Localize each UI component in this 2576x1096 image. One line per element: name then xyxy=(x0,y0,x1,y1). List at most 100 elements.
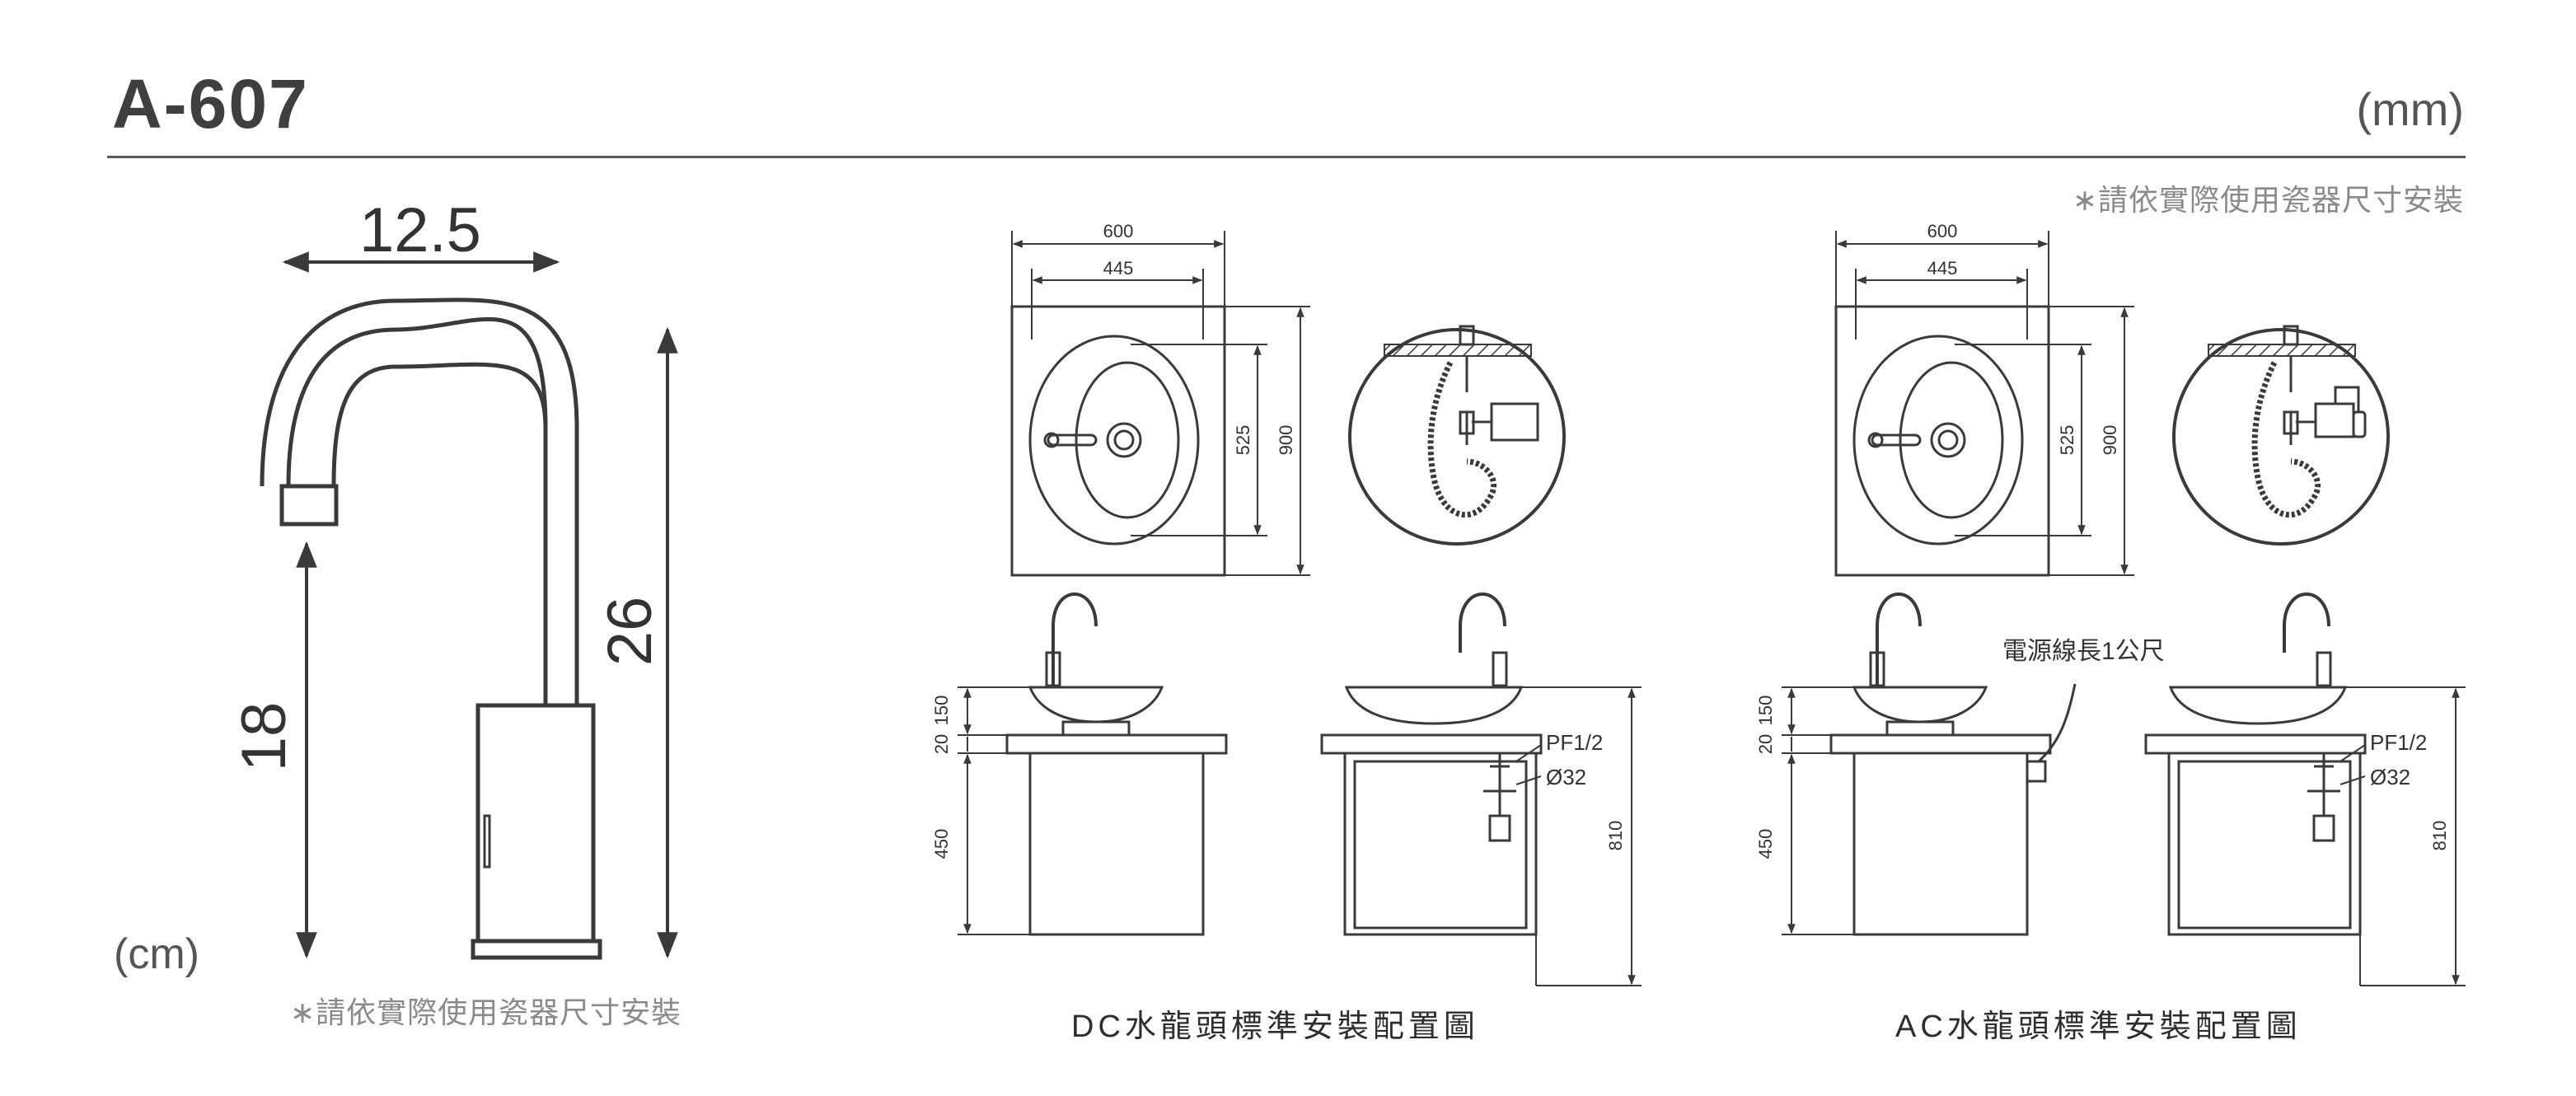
dc-basin-inner xyxy=(1075,361,1180,519)
spout-inner-edge xyxy=(260,297,579,705)
ac-detail-cable xyxy=(2334,386,2360,412)
spout-height-value: 18 xyxy=(229,702,299,772)
dc-faucet-base-plan xyxy=(1043,432,1060,448)
dc-elevation-front: 150 20 450 xyxy=(931,592,1228,936)
dc-front-spout xyxy=(1051,592,1098,686)
dc-basin-outer xyxy=(1028,335,1200,546)
dc-width-inner: 445 xyxy=(1103,258,1134,279)
spout-curve xyxy=(331,362,548,705)
dc-plan-outer xyxy=(1010,305,1226,577)
dc-pf-leader xyxy=(1515,744,1542,762)
ac-depth-inner: 525 xyxy=(2057,425,2077,456)
unit-cm-label: (cm) xyxy=(114,930,199,978)
dc-width-outer: 600 xyxy=(1103,221,1134,241)
ac-side-counter xyxy=(2144,733,2367,755)
ac-elevation-front: 電源線長1公尺 150 20 450 xyxy=(1755,592,2165,936)
faucet-base xyxy=(471,939,602,960)
sensor-window xyxy=(483,814,491,869)
model-number: A-607 xyxy=(112,65,309,143)
nozzle xyxy=(279,484,339,527)
ac-pipe-thread: PF1/2 xyxy=(2370,730,2427,755)
install-note-bottom: ∗請依實際使用瓷器尺寸安裝 xyxy=(290,995,682,1029)
ac-layout-drawing: 600 445 525 900 電源線長1公尺 xyxy=(1755,221,2466,986)
faucet-profile-drawing: 12.5 26 18 xyxy=(229,195,678,960)
dc-detail-hatch xyxy=(1384,344,1532,357)
ac-basin-outer xyxy=(1852,335,2024,546)
dc-detail-pipe xyxy=(1459,325,1475,346)
ac-front-spout xyxy=(1876,592,1922,686)
ac-h20: 20 xyxy=(1755,734,1776,754)
dc-side-cabinet xyxy=(1343,752,1538,936)
dc-control-box xyxy=(1490,402,1539,442)
dc-elevation-side: PF1/2 Ø32 810 xyxy=(1320,592,1642,986)
dc-pipe-dia: Ø32 xyxy=(1546,765,1586,789)
ac-outlet xyxy=(2026,760,2047,783)
ac-layout-caption: AC水龍頭標準安裝配置圖 xyxy=(1895,1009,2302,1044)
dc-h810: 810 xyxy=(1605,821,1626,851)
dc-h450: 450 xyxy=(931,829,952,859)
ac-front-basin-base xyxy=(1885,720,1955,737)
ac-pf-leader xyxy=(2339,744,2366,762)
dc-layout-caption: DC水龍頭標準安裝配置圖 xyxy=(1071,1009,1479,1044)
dc-side-plumbing xyxy=(1483,753,1516,842)
dc-faucet-plan xyxy=(1047,433,1098,447)
ac-front-basin xyxy=(1852,686,1988,724)
ac-side-plumbing xyxy=(2307,753,2340,842)
spout-outer-edge xyxy=(286,317,548,705)
dc-side-spout xyxy=(1459,592,1506,653)
ac-drain xyxy=(1930,422,1966,458)
dc-depth-inner: 525 xyxy=(1233,425,1253,456)
ac-side-cabinet xyxy=(2167,752,2362,936)
ac-front-cabinet xyxy=(1852,752,2029,936)
ac-drain-inner xyxy=(1937,429,1959,451)
dc-front-cabinet xyxy=(1028,752,1205,936)
dc-front-basin-base xyxy=(1061,720,1131,737)
ac-h810: 810 xyxy=(2429,821,2450,851)
ac-side-basin xyxy=(2168,686,2348,725)
ac-front-counter xyxy=(1829,733,2052,755)
dc-detail-circle xyxy=(1348,328,1566,546)
unit-mm-label: (mm) xyxy=(2356,83,2464,135)
ac-cable-note: 電源線長1公尺 xyxy=(2002,638,2165,665)
ac-detail-pipe xyxy=(2283,325,2299,346)
dc-side-counter xyxy=(1320,733,1543,755)
dc-side-cabinet-inner xyxy=(1353,760,1528,930)
ac-front-faucet-body xyxy=(1869,651,1885,687)
ac-pipe-dia: Ø32 xyxy=(2370,765,2410,789)
dc-layout-drawing: 600 445 525 900 xyxy=(931,221,1642,986)
ac-cable-leader xyxy=(2037,683,2077,763)
ac-width-outer: 600 xyxy=(1927,221,1958,241)
ac-elevation-side: PF1/2 Ø32 810 xyxy=(2144,592,2466,986)
ac-plan-outer xyxy=(1834,305,2050,577)
dc-detail-valve xyxy=(1459,410,1475,435)
total-height-value: 26 xyxy=(595,597,665,667)
ac-plug xyxy=(2352,410,2367,438)
ac-width-inner: 445 xyxy=(1927,258,1958,279)
ac-side-faucet-body xyxy=(2316,651,2332,687)
ac-detail-circle xyxy=(2172,328,2390,546)
dc-dia-leader xyxy=(1515,775,1542,785)
ac-side-spout xyxy=(2283,592,2330,653)
dc-side-faucet-body xyxy=(1492,651,1508,687)
ac-detail-hose xyxy=(2251,361,2321,518)
ac-faucet-plan xyxy=(1871,433,1922,447)
dc-side-basin xyxy=(1344,686,1524,725)
ac-dia-leader xyxy=(2339,775,2366,785)
dc-front-basin xyxy=(1028,686,1164,724)
dc-pipe-thread: PF1/2 xyxy=(1546,730,1603,755)
ac-control-box xyxy=(2314,402,2355,438)
dc-front-counter xyxy=(1005,733,1228,755)
dc-depth-outer: 900 xyxy=(1276,425,1296,456)
dc-drain-inner xyxy=(1113,429,1135,451)
reach-value: 12.5 xyxy=(359,195,481,265)
header-rule xyxy=(107,156,2466,158)
ac-detail-hatch xyxy=(2208,344,2356,357)
ac-h450: 450 xyxy=(1755,829,1776,859)
dc-h150: 150 xyxy=(931,696,952,726)
ac-depth-outer: 900 xyxy=(2100,425,2120,456)
ac-basin-inner xyxy=(1899,361,2004,519)
dc-drain xyxy=(1106,422,1142,458)
ac-side-cabinet-inner xyxy=(2177,760,2352,930)
install-note-top: ∗請依實際使用瓷器尺寸安裝 xyxy=(2072,183,2464,217)
